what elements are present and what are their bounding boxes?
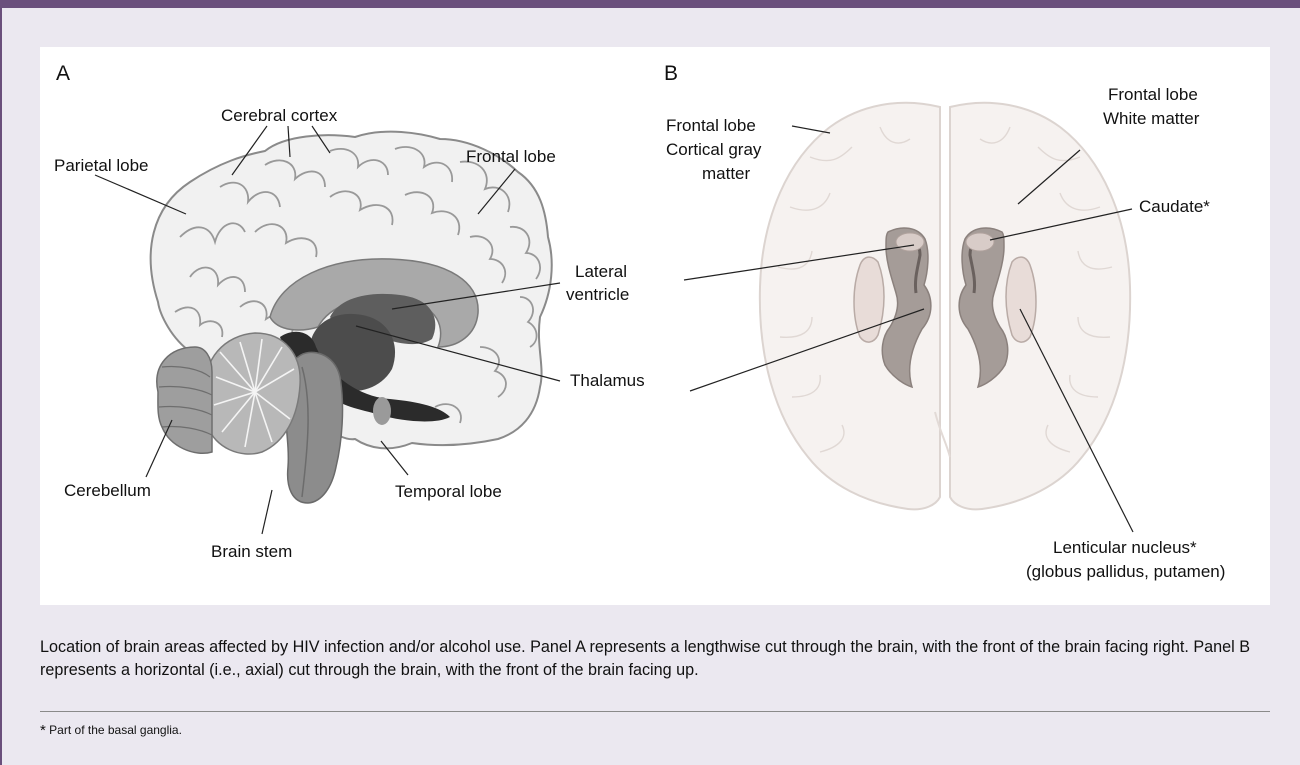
panel-b-letter: B [664, 62, 678, 85]
footnote-star: * [40, 722, 46, 739]
left-lenticular-nucleus [854, 257, 884, 342]
label-lateral-ventricle-line2: ventricle [566, 285, 629, 304]
label-lenticular-line2: (globus pallidus, putamen) [1026, 562, 1225, 581]
left-caudate-head [896, 233, 924, 251]
label-cerebral-cortex: Cerebral cortex [221, 106, 338, 125]
label-frontal-white-line1: Frontal lobe [1108, 85, 1198, 104]
figure-caption: Location of brain areas affected by HIV … [40, 636, 1270, 682]
label-temporal-lobe: Temporal lobe [395, 482, 502, 501]
figure-panel: A Cerebral cortex Parietal lobe Frontal … [40, 47, 1270, 605]
label-thalamus: Thalamus [570, 371, 645, 390]
label-frontal-white-line2: White matter [1103, 109, 1200, 128]
pituitary-shape [373, 397, 391, 425]
label-cerebellum: Cerebellum [64, 481, 151, 500]
top-border [0, 0, 1300, 8]
brain-figure: A Cerebral cortex Parietal lobe Frontal … [40, 47, 1270, 605]
sagittal-brain-illustration [151, 132, 552, 503]
axial-brain-illustration [760, 103, 1130, 510]
label-lateral-ventricle-line1: Lateral [575, 262, 627, 281]
right-caudate-head [966, 233, 994, 251]
label-frontal-gray-line3: matter [702, 164, 751, 183]
panel-a-letter: A [56, 62, 70, 85]
label-brain-stem: Brain stem [211, 542, 292, 561]
footnote: * Part of the basal ganglia. [40, 721, 182, 738]
left-border [0, 8, 2, 765]
label-frontal-gray-line1: Frontal lobe [666, 116, 756, 135]
label-lenticular-line1: Lenticular nucleus* [1053, 538, 1197, 557]
label-frontal-gray-line2: Cortical gray [666, 140, 762, 159]
right-lenticular-nucleus [1006, 257, 1036, 342]
label-frontal-lobe: Frontal lobe [466, 147, 556, 166]
footnote-divider [40, 711, 1270, 712]
footnote-text: Part of the basal ganglia. [46, 723, 182, 737]
label-parietal-lobe: Parietal lobe [54, 156, 149, 175]
label-caudate: Caudate* [1139, 197, 1210, 216]
cerebellum-shape [157, 333, 300, 454]
